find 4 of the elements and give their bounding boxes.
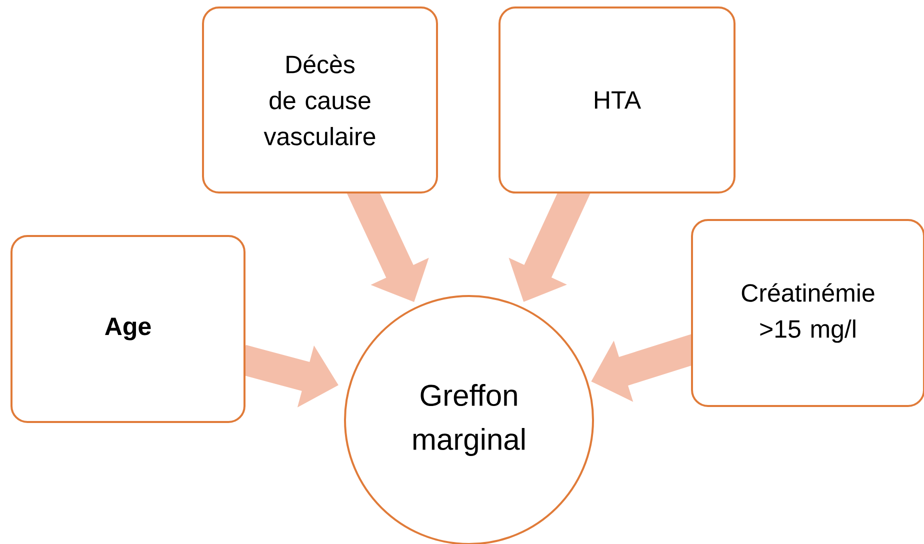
rounded-box: HTA [498, 6, 736, 194]
rounded-box: Décès de cause vasculaire [202, 6, 438, 194]
rounded-box: Créatinémie >15 mg/l [691, 219, 924, 407]
rounded-box: Age [10, 235, 246, 423]
